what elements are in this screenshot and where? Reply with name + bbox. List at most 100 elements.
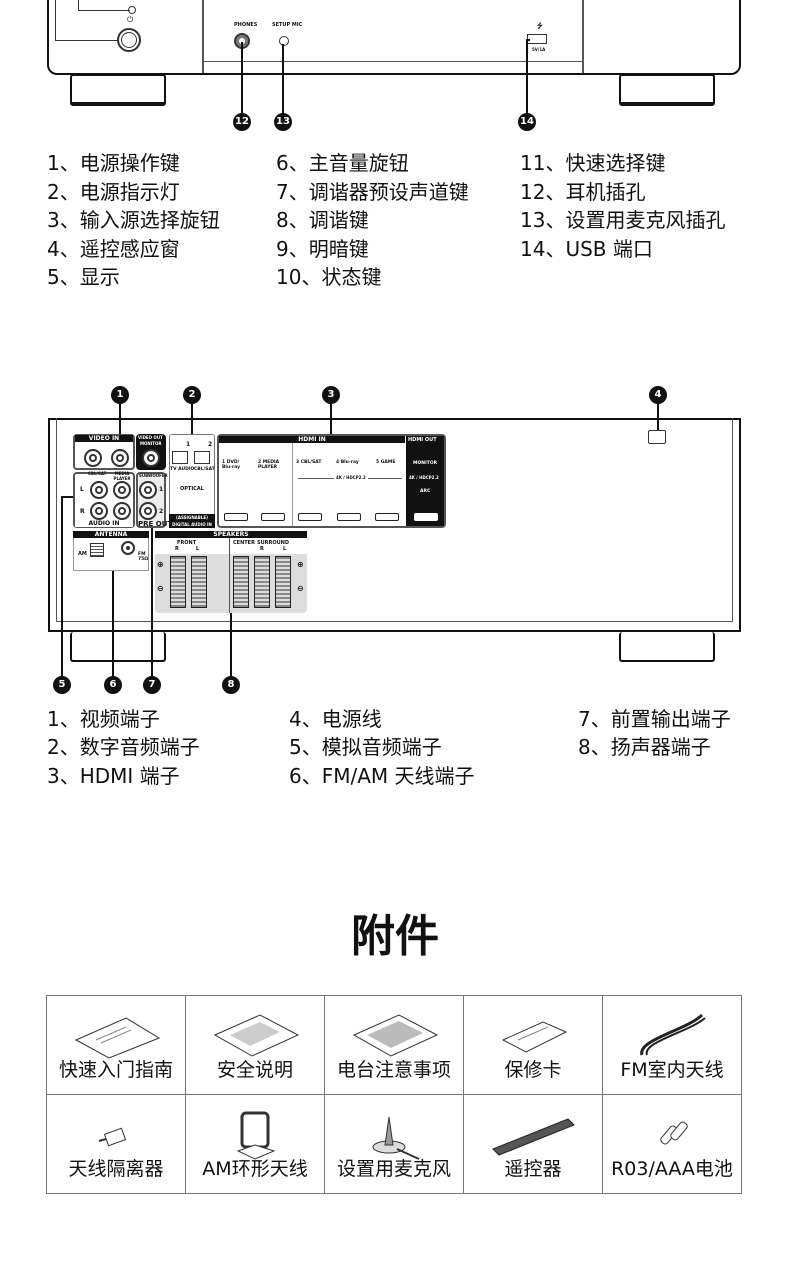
legend-item: 1、视频端子: [47, 707, 160, 731]
speaker-terminal[interactable]: [275, 556, 291, 608]
fm-antenna-icon: [640, 1013, 706, 1056]
audio-in-jack[interactable]: [113, 502, 131, 520]
legend-item: 8、调谐键: [276, 208, 369, 232]
optical-port[interactable]: [194, 451, 210, 464]
hdmi-out-section: [406, 436, 444, 526]
accessory-label: FM室内天线: [620, 1059, 724, 1081]
knob-leader: [55, 0, 120, 41]
cbl-sat-label: CBL/SAT: [88, 471, 107, 476]
accessories-title: 附件: [351, 911, 439, 962]
callout-leader-1: [119, 403, 121, 434]
power-cord-inlet: [648, 430, 666, 444]
speaker-terminal[interactable]: [191, 556, 207, 608]
video-out-jack[interactable]: [142, 449, 160, 467]
callout-7: 7: [143, 676, 161, 694]
digital-audio-in-text: DIGITAL AUDIO IN: [172, 522, 212, 527]
speaker-terminal[interactable]: [170, 556, 186, 608]
accessory-cell: 安全说明: [185, 995, 325, 1095]
hdmi-in-port[interactable]: [375, 513, 399, 521]
digital-audio-in-label: (ASSIGNABLE) DIGITAL AUDIO IN: [169, 514, 215, 528]
power-button[interactable]: [117, 28, 141, 52]
pre-out-1-label: 1: [159, 486, 164, 493]
front-l-label: L: [196, 546, 200, 552]
minus-icon: ⊖: [297, 584, 304, 593]
accessory-label: 安全说明: [216, 1059, 293, 1081]
speakers-divider: [229, 538, 230, 613]
tv-audio-label: TV AUDIO: [170, 467, 195, 472]
video-in-jack[interactable]: [84, 449, 102, 467]
table-row: 天线隔离器 AM环形天线 设置用麦克风 遥控器 R03/AAA电池: [46, 1094, 742, 1194]
legend-item: 9、明暗键: [276, 237, 369, 261]
hdmi-in-hdcp-label: 4K / HDCP2.2: [334, 475, 368, 480]
hdmi-in-port[interactable]: [261, 513, 285, 521]
accessory-cell: 遥控器: [463, 1094, 603, 1194]
callout-13: 13: [274, 113, 292, 131]
subwoofer-label: SUBWOOFER: [139, 473, 168, 478]
legend-item: 5、模拟音频端子: [289, 735, 442, 759]
surround-l-label: L: [283, 546, 287, 552]
setup-mic-jack[interactable]: [279, 36, 289, 46]
accessory-cell: 天线隔离器: [46, 1094, 186, 1194]
minus-icon: ⊖: [157, 584, 164, 593]
optical-label: OPTICAL: [180, 486, 204, 492]
hdmi-in-label: HDMI IN: [219, 436, 405, 443]
hdmi-in-port[interactable]: [298, 513, 322, 521]
hdmi-out-port[interactable]: [414, 513, 438, 521]
legend-item: 8、扬声器端子: [578, 735, 711, 759]
pre-out-jack[interactable]: [139, 502, 157, 520]
am-terminal[interactable]: [90, 543, 104, 557]
audio-in-jack[interactable]: [90, 502, 108, 520]
legend-item: 6、主音量旋钮: [276, 151, 409, 175]
callout-leader-14-h: [526, 39, 530, 41]
usb-port[interactable]: [527, 34, 547, 44]
setup-mic-label: SETUP MIC: [272, 22, 303, 28]
legend-item: 14、USB 端口: [520, 237, 653, 261]
fm-antenna-jack[interactable]: [121, 541, 135, 555]
accessory-label: 天线隔离器: [68, 1158, 164, 1180]
speaker-terminal[interactable]: [254, 556, 270, 608]
pre-out-label: PRE OUT: [138, 520, 173, 528]
remote-control-icon: [492, 1118, 575, 1156]
audio-in-jack[interactable]: [113, 481, 131, 499]
front-panel-divider-right: [582, 0, 584, 73]
optical-port[interactable]: [172, 451, 188, 464]
callout-8: 8: [222, 676, 240, 694]
plus-icon: ⊕: [157, 560, 164, 569]
hdmi-in-port[interactable]: [337, 513, 361, 521]
batteries-icon: [660, 1121, 688, 1145]
hdmi-input-label: 1 DVD/ Blu-ray: [222, 460, 241, 470]
callout-1: 1: [111, 386, 129, 404]
callout-4: 4: [649, 386, 667, 404]
pre-out-jack[interactable]: [139, 481, 157, 499]
front-panel-bottom-line: [204, 61, 582, 62]
media-player-label: MEDIA PLAYER: [113, 471, 131, 481]
antenna-label: ANTENNA: [73, 531, 149, 538]
callout-leader-5-h: [61, 496, 73, 498]
phones-label: PHONES: [234, 22, 258, 28]
optical-2-label: 2: [208, 441, 213, 448]
video-in-jack[interactable]: [111, 449, 129, 467]
accessory-cell: 电台注意事项: [324, 995, 464, 1095]
audio-in-section: [73, 472, 135, 528]
legend-item: 4、电源线: [289, 707, 382, 731]
legend-item: 4、遥控感应窗: [47, 237, 180, 261]
callout-12: 12: [233, 113, 251, 131]
audio-in-jack[interactable]: [90, 481, 108, 499]
arc-label: ARC: [420, 489, 431, 494]
hdmi-input-label: 3 CBL/SAT: [296, 460, 322, 465]
front-panel-body: [47, 0, 741, 75]
optical-cbl-sat-label: CBL/SAT: [194, 467, 215, 472]
front-r-label: R: [175, 546, 179, 552]
hdmi-input-label: 5 GAME: [376, 460, 396, 465]
assignable-label: (ASSIGNABLE): [176, 515, 208, 520]
hdmi-in-port[interactable]: [224, 513, 248, 521]
callout-leader-4: [657, 403, 659, 430]
hdmi-monitor-label: MONITOR: [413, 461, 438, 466]
legend-item: 5、显示: [47, 265, 120, 289]
callout-leader-8: [230, 613, 232, 677]
callout-leader-14: [526, 40, 528, 114]
speaker-terminal[interactable]: [233, 556, 249, 608]
audio-in-label: AUDIO IN: [75, 520, 133, 527]
accessory-label: AM环形天线: [202, 1158, 308, 1180]
front-panel-divider-left: [202, 0, 204, 73]
